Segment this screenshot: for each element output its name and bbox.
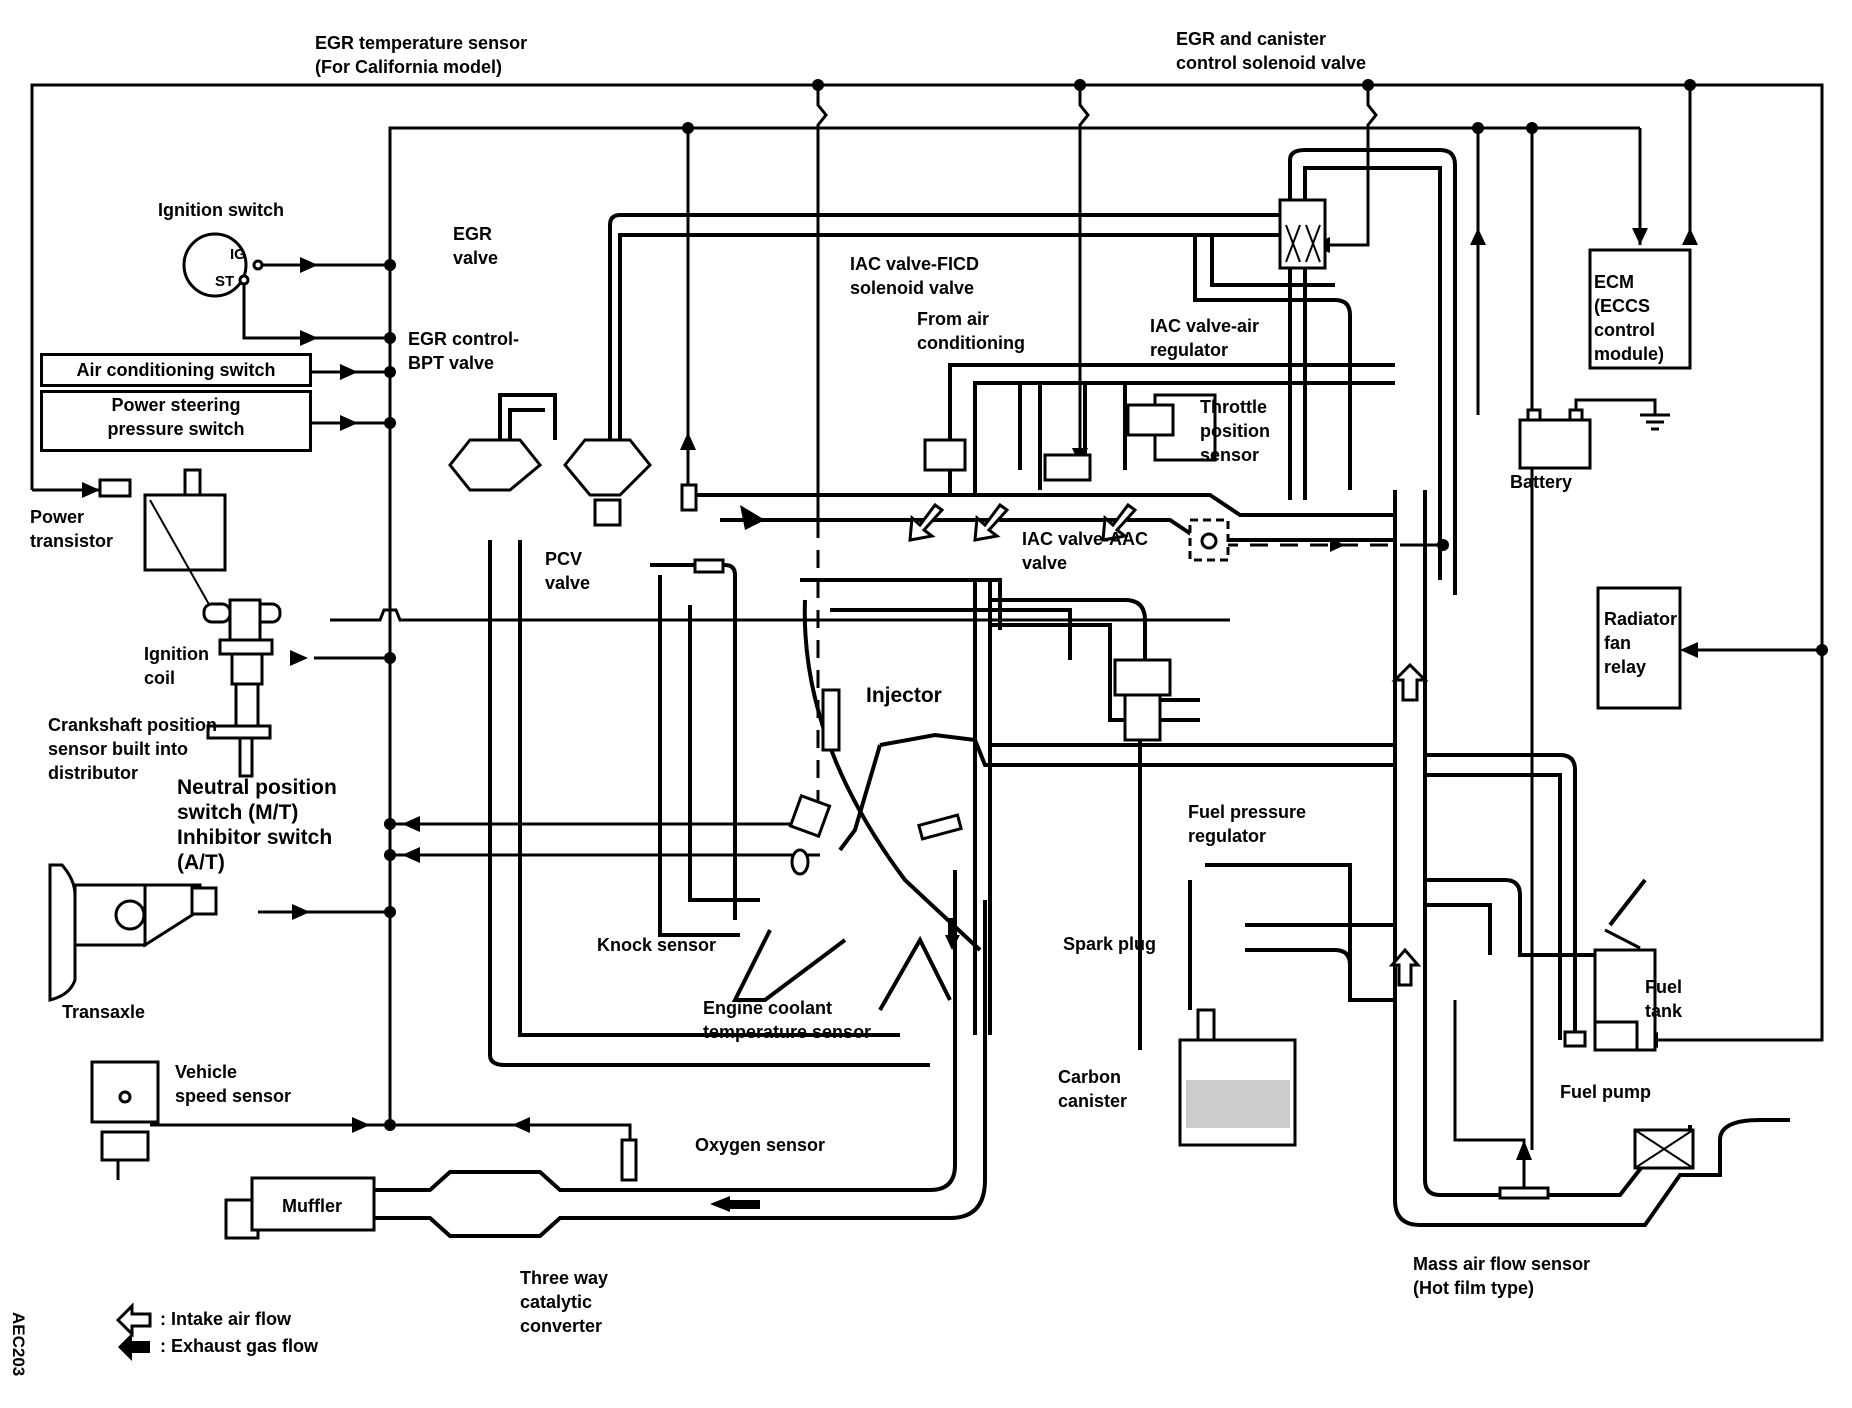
label-muffler: Muffler (282, 1196, 342, 1216)
intake-arrow-icon (1391, 662, 1429, 702)
label-mass-air-flow-sensor: Mass air flow sensor (Hot film type) (1413, 1254, 1591, 1298)
label-iac-air-regulator: IAC valve-air regulator (1150, 316, 1260, 360)
intake-arrow-icon (1388, 947, 1422, 987)
intake-arrow-icon (908, 502, 945, 542)
outer-harness-wire (30, 83, 1824, 1042)
label-transaxle: Transaxle (62, 1002, 146, 1022)
radiator-fan-relay-box (1596, 586, 1682, 710)
label-egr-valve: EGR valve (453, 224, 499, 268)
label-ecm: ECM (ECCS control module) (1594, 272, 1664, 364)
ignition-switch-icon (182, 232, 264, 298)
fuel-pressure-regulator-icon (1113, 658, 1172, 697)
egr-bpt-valve-icon (448, 438, 543, 492)
label-throttle-position-sensor: Throttle position sensor (1200, 397, 1270, 465)
coolant-temp-sensor-icon (788, 793, 832, 839)
figure-code: AEC203 (9, 1312, 28, 1377)
label-pcv-valve: PCV valve (545, 549, 591, 593)
inner-harness-wire (388, 126, 1640, 1130)
egr-valve-icon (563, 438, 653, 497)
label-power-transistor: Power transistor (30, 507, 114, 551)
label-carbon-canister: Carbon canister (1058, 1067, 1128, 1111)
transaxle-icon (48, 863, 218, 1002)
exhaust-system (224, 870, 987, 1240)
air-intake-duct (1388, 490, 1790, 1227)
label-ig: IG (230, 246, 246, 263)
egr-temp-sensor-icon (680, 483, 698, 512)
legend (115, 1302, 152, 1361)
label-coolant-temp-sensor: Engine coolant temperature sensor (703, 998, 872, 1042)
label-egr-temp-sensor: EGR temperature sensor (For California m… (315, 33, 528, 77)
intake-air-flow-icon (115, 1302, 152, 1338)
label-crankshaft-sensor: Crankshaft position sensor built into di… (48, 715, 218, 783)
label-oxygen-sensor: Oxygen sensor (695, 1135, 826, 1155)
iac-aac-valve-icon (1043, 453, 1092, 482)
label-fuel-pressure-regulator: Fuel pressure regulator (1188, 802, 1307, 846)
legend-exhaust-gas-flow: : Exhaust gas flow (160, 1336, 319, 1356)
spark-plug-icon (917, 813, 963, 841)
oxygen-sensor-icon (620, 1138, 638, 1182)
label-iac-aac: IAC valve-AAC valve (1022, 529, 1149, 573)
label-fuel-tank: Fuel tank (1645, 977, 1683, 1021)
pcv-valve-icon (693, 558, 725, 574)
muffler-box (250, 1176, 376, 1232)
label-egr-canister-solenoid: EGR and canister control solenoid valve (1176, 29, 1367, 73)
throttle-body (908, 363, 1395, 562)
label-ignition-switch: Ignition switch (158, 200, 284, 220)
signal-wiring (30, 79, 1828, 1155)
maf-sensor-icon (1498, 1186, 1550, 1200)
intake-arrow-icon (973, 502, 1010, 542)
fuel-system (1113, 658, 1657, 1147)
engine-block (488, 493, 1449, 1067)
label-three-way-cat: Three way catalytic converter (520, 1268, 609, 1336)
ecm-box (1588, 248, 1692, 370)
ignition-coil-icon (98, 468, 227, 616)
label-spark-plug: Spark plug (1063, 934, 1157, 954)
egr-assembly (448, 148, 1457, 595)
fuel-pump-icon (1593, 1020, 1639, 1052)
label-iac-ficd: IAC valve-FICD solenoid valve (850, 254, 980, 298)
label-fuel-pump: Fuel pump (1560, 1082, 1651, 1102)
label-ignition-coil: Ignition coil (144, 644, 209, 688)
label-knock-sensor: Knock sensor (597, 935, 717, 955)
iac-ficd-solenoid-icon (923, 438, 967, 472)
intake-arrow-icon (1101, 502, 1138, 542)
battery-icon (1518, 418, 1592, 470)
label-radiator-fan-relay: Radiator fan relay (1604, 609, 1678, 677)
label-ps-switch: Power steering pressure switch (40, 390, 312, 452)
label-vehicle-speed-sensor: Vehicle speed sensor (175, 1062, 292, 1106)
injector-icon (821, 688, 841, 752)
engine-sensors (693, 558, 963, 950)
distributor-icon (202, 598, 282, 778)
speedometer-icon (90, 1060, 160, 1180)
label-egr-control-bpt: EGR control- BPT valve (408, 329, 519, 373)
label-st: ST (215, 273, 235, 290)
label-ac-switch: Air conditioning switch (40, 353, 312, 387)
label-from-ac: From air conditioning (917, 309, 1025, 353)
label-battery: Battery (1510, 472, 1573, 492)
knock-sensor-icon (790, 848, 810, 876)
label-neutral-inhibitor-switch: Neutral position switch (M/T) Inhibitor … (177, 776, 337, 874)
legend-intake-air-flow: : Intake air flow (160, 1309, 292, 1329)
exhaust-gas-flow-icon (118, 1333, 150, 1361)
label-injector: Injector (866, 684, 942, 707)
